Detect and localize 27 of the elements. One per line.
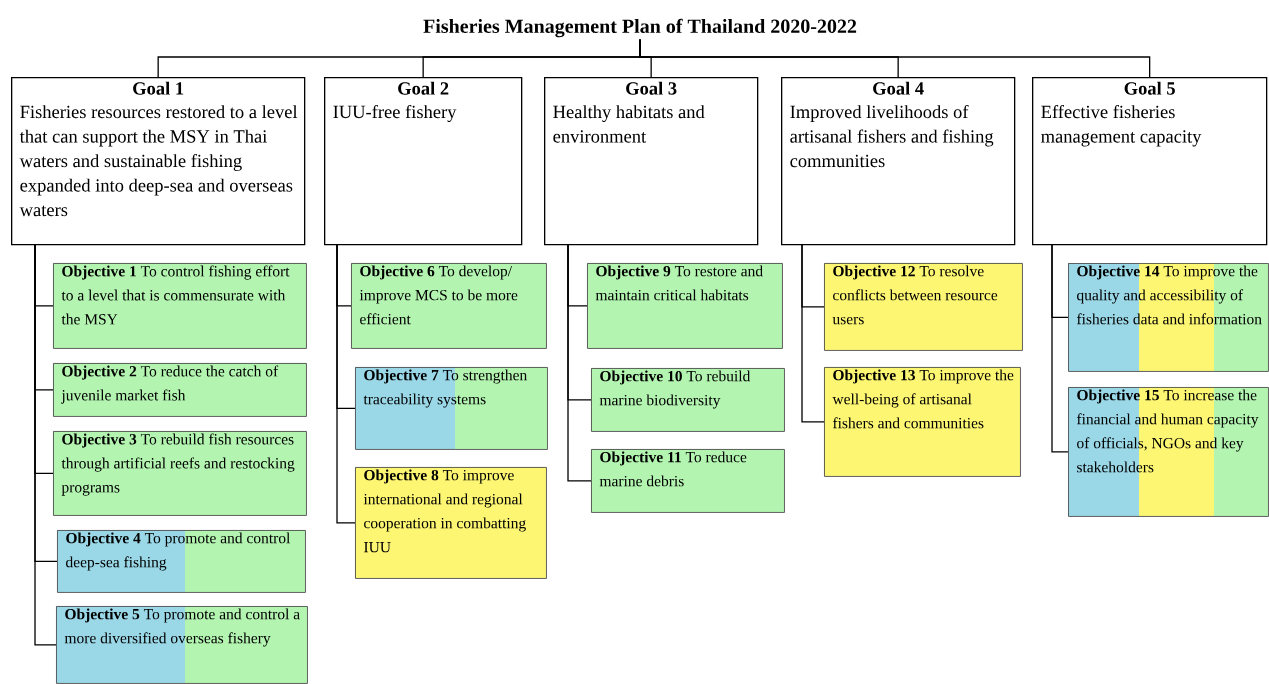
objective-box: Objective 8 To improve international and regional cooperation in combatting IUU (355, 467, 547, 579)
objective-box: Objective 10 To rebuild marine biodiversity (591, 368, 785, 432)
goal-box: Goal 5 Effective fisheries management capacity (1032, 77, 1268, 246)
objective-box: Objective 4 To promote and control deep-sea fishing (57, 530, 306, 593)
objective-box: Objective 2 To reduce the catch of juvenile market fish (53, 363, 307, 417)
goal-box: Goal 3 Healthy habitats and environment (544, 77, 759, 246)
connector-line (1051, 243, 1069, 453)
objective-box: Objective 15 To increase the financial and human capacity of officials, NGOs and key stakeholders (1068, 387, 1269, 517)
connector-line (567, 243, 592, 482)
objective-box: Objective 7 To strengthen traceability systems (355, 367, 548, 450)
objective-box: Objective 1 To control fishing effort to a level that is commensurate with the MSY (53, 263, 307, 349)
title: Fisheries Management Plan of Thailand 2020-2022 (423, 18, 857, 38)
connector-line (639, 38, 1151, 78)
goal-box: Goal 2 IUU-free fishery (324, 77, 523, 246)
objective-box: Objective 11 To reduce marine debris (591, 449, 785, 513)
goal-box: Goal 1 Fisheries resources restored to a level that can support the MSY in Thai waters and sustainable fishing expanded into deep-sea and overseas waters (11, 77, 306, 246)
objective-box: Objective 3 To rebuild fish resources through artificial reefs and restocking programs (53, 431, 307, 516)
objective-box: Objective 14 To improve the quality and accessibility of fisheries data and information (1068, 263, 1269, 372)
connector-line (336, 243, 356, 524)
connector-line (34, 243, 57, 646)
objective-box: Objective 6 To develop/ improve MCS to be more efficient (351, 263, 547, 349)
objective-box: Objective 5 To promote and control a more diversified overseas fishery (56, 606, 308, 684)
objective-box: Objective 9 To restore and maintain critical habitats (587, 263, 783, 349)
objective-box: Objective 13 To improve the well-being of artisanal fishers and communities (824, 367, 1021, 477)
goal-box: Goal 4 Improved livelihoods of artisanal fishers and fishing communities (781, 77, 1016, 246)
objective-box: Objective 12 To resolve conflicts between resource users (824, 263, 1023, 351)
connector-line (801, 243, 825, 423)
